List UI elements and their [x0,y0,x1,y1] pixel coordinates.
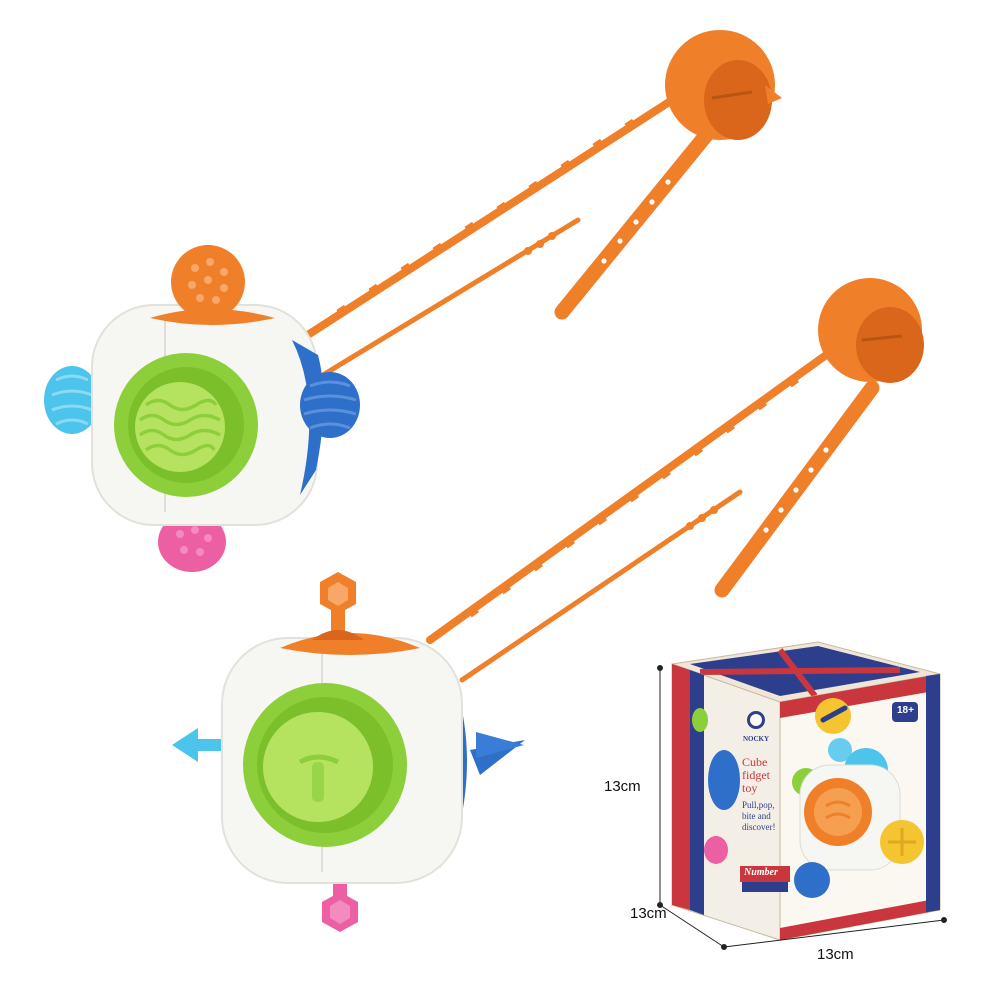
dimension-height-label: 13cm [604,778,641,795]
box-brand: NOCKY [743,735,770,743]
box-title-line1: Cube [742,755,768,769]
top-toy-clip [665,30,782,140]
box-tagline-line2: bite and [742,811,771,821]
top-toy-cube [44,245,360,572]
number-label: Number [744,867,778,878]
dimension-depth-label: 13cm [630,905,667,922]
box-title-line2: fidget [742,768,770,782]
dimension-lines [657,665,947,950]
packaging-box [671,641,941,941]
top-toy-strap [296,91,720,381]
age-badge: 18+ [897,705,914,716]
bottom-toy-clip [818,278,924,383]
bottom-toy-strap [426,341,880,683]
dimension-width-label: 13cm [817,946,854,963]
bottom-toy-cube [172,572,525,932]
box-tagline-line1: Pull,pop, [742,800,775,810]
box-tagline-line3: discover! [742,822,776,832]
box-title-line3: toy [742,781,758,795]
